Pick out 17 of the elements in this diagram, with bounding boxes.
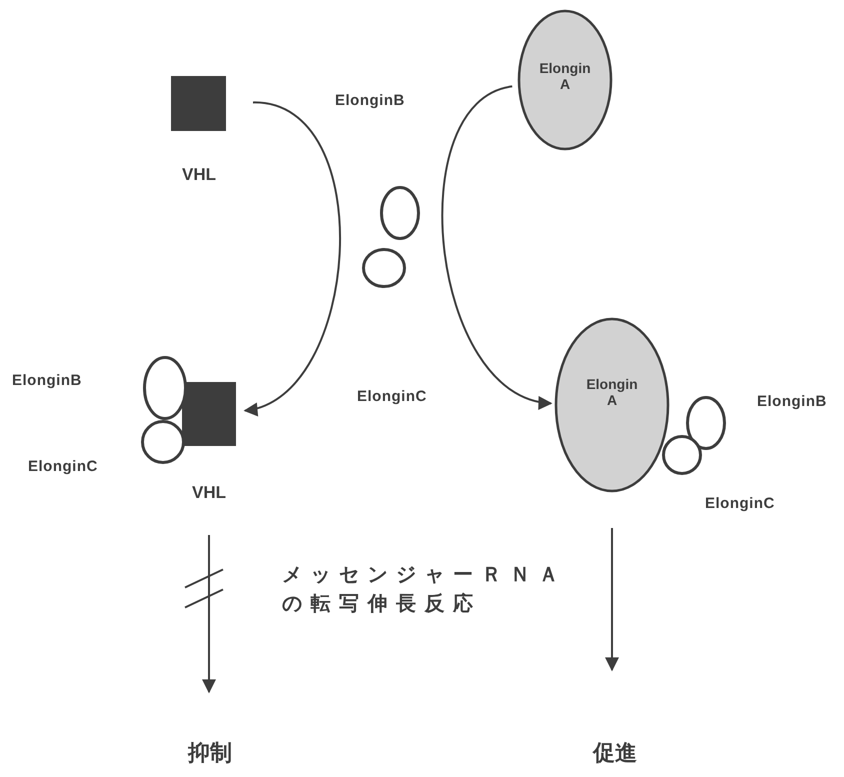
arrow xyxy=(441,85,552,408)
protein-label: ElonginB xyxy=(757,393,827,410)
protein-label: ElonginC xyxy=(28,458,98,475)
arrow xyxy=(244,101,341,414)
protein-label: ElonginB xyxy=(335,92,405,109)
outcome-label: 促進 xyxy=(591,740,638,768)
protein-label: Elongin A xyxy=(538,60,592,92)
protein-label: ElonginB xyxy=(12,372,82,389)
protein-label: ElonginC xyxy=(357,388,427,405)
protein-label: Elongin A xyxy=(585,376,639,408)
protein-label: ElonginC xyxy=(705,495,775,512)
arrow xyxy=(202,535,216,694)
outcome-label: 抑制 xyxy=(186,740,233,768)
protein-label: VHL xyxy=(182,165,216,185)
arrow xyxy=(605,528,619,672)
protein-label: VHL xyxy=(192,483,226,503)
process-note: メッセンジャーＲＮＡの転写伸長反応 xyxy=(282,561,568,617)
